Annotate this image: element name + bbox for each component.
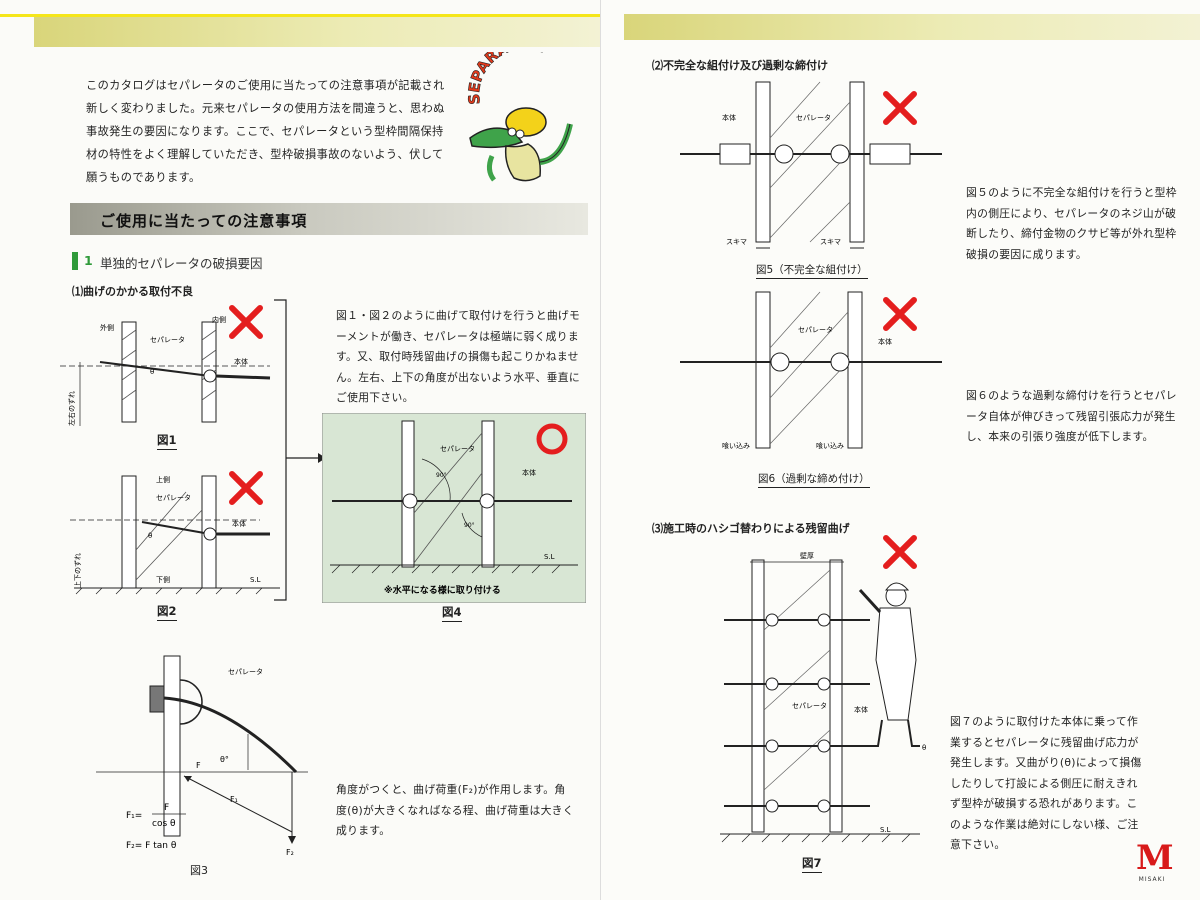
sub-heading-marker bbox=[72, 252, 78, 270]
fig2-side-label: 上下のずれ bbox=[73, 553, 82, 588]
ng-mark-fig5-icon bbox=[883, 91, 917, 125]
figure-1: 外側 内側 セパレータ 本体 θ 左右のずれ bbox=[60, 315, 271, 426]
svg-text:SEPARATOR: SEPARATOR bbox=[465, 52, 547, 105]
fig6-bite-1: 喰い込み bbox=[722, 441, 750, 450]
fig3-F: F bbox=[196, 761, 201, 770]
figure-7: 壁厚 セパレータ 本体 S.L θ bbox=[720, 551, 926, 843]
ng-mark-fig7-icon bbox=[883, 535, 917, 569]
ng-mark-fig1-icon bbox=[229, 305, 263, 339]
fig5-body-label: 本体 bbox=[722, 113, 736, 122]
fig3-eq1-num: F bbox=[164, 803, 169, 813]
fig1-caption: 図1 bbox=[157, 432, 177, 450]
sub-heading-title: 単独的セパレータの破損要因 bbox=[100, 256, 263, 271]
fig2-caption: 図2 bbox=[157, 603, 177, 621]
fig2-separator-label: セパレータ bbox=[156, 493, 191, 502]
fig5-gap-1: スキマ bbox=[726, 238, 747, 246]
fig5-separator-label: セパレータ bbox=[796, 113, 831, 122]
paragraph-6: 図６のような過剰な締付けを行うとセパレータ自体が伸びきって残留引張応力が発生し、… bbox=[966, 389, 1177, 443]
fig7-theta: θ bbox=[922, 744, 926, 752]
fig3-caption: 図3 bbox=[190, 864, 208, 877]
misaki-logo-text: MISAKI bbox=[1138, 876, 1166, 883]
fig6-body-label: 本体 bbox=[878, 337, 892, 346]
sub-heading-number: 1 bbox=[84, 253, 93, 268]
fig1-separator-label: セパレータ bbox=[150, 335, 185, 344]
figure-6: セパレータ 本体 喰い込み 喰い込み bbox=[680, 291, 942, 450]
fig2-sl-label: S.L bbox=[250, 576, 261, 584]
fig4-note: ※水平になる様に取り付ける bbox=[384, 584, 501, 596]
paragraph-7: 図７のように取付けた本体に乗って作業するとセパレータに残留曲げ応力が発生します。… bbox=[950, 715, 1142, 851]
fig7-separator-label: セパレータ bbox=[792, 701, 827, 710]
fig6-separator-label: セパレータ bbox=[798, 325, 833, 334]
fig3-F1: F₁ bbox=[230, 795, 238, 804]
fig3-eq1-lhs: F₁= bbox=[126, 811, 142, 821]
ng-mark-fig6-icon bbox=[883, 297, 917, 331]
section-header: ご使用に当たっての注意事項 bbox=[70, 203, 588, 235]
intro-text: このカタログはセパレータのご使用に当たっての注意事項が記載され新しく変わりました… bbox=[86, 79, 445, 184]
figure-2: 上側 セパレータ 本体 下側 S.L θ 上下のずれ bbox=[70, 475, 280, 595]
paragraph-3: 角度がつくと、曲げ荷重(F₂)が作用します。角度(θ)が大きくなればなる程、曲げ… bbox=[336, 783, 574, 837]
fig1-theta: θ bbox=[150, 368, 154, 376]
fig1-inner-label: 内側 bbox=[212, 315, 226, 324]
fig7-wall-label: 壁厚 bbox=[800, 551, 814, 560]
paragraph-5: 図５のように不完全な組付けを行うと型枠内の側圧により、セパレータのネジ山が破断し… bbox=[966, 186, 1177, 261]
fig3-eq2: F₂= F tan θ bbox=[126, 841, 177, 851]
fig2-top-label: 上側 bbox=[156, 475, 170, 484]
top-band-right bbox=[624, 14, 1200, 40]
fig1-outer-label: 外側 bbox=[100, 323, 114, 332]
top-band-left bbox=[34, 17, 600, 47]
bracket-arrow bbox=[274, 299, 326, 601]
mascot-text: SEPARATOR bbox=[465, 52, 547, 106]
heading-2: ⑵不完全な組付け及び過剰な締付け bbox=[652, 59, 828, 72]
fig7-caption: 図7 bbox=[802, 855, 822, 873]
fig5-caption: 図5（不完全な組付け） bbox=[756, 262, 868, 279]
fig4-caption: 図4 bbox=[442, 604, 462, 622]
fig1-body-label: 本体 bbox=[234, 357, 248, 366]
fig2-theta: θ bbox=[148, 532, 152, 540]
separator-mascot: SEPARATOR bbox=[465, 52, 573, 182]
misaki-logo: M bbox=[1136, 838, 1174, 878]
heading-1: ⑴曲げのかかる取付不良 bbox=[72, 285, 193, 298]
fig3-theta: θ° bbox=[220, 755, 229, 764]
figure-5: 本体 セパレータ スキマ スキマ bbox=[680, 81, 942, 249]
fig3-separator-label: セパレータ bbox=[228, 667, 263, 676]
fig1-side-label: 左右のずれ bbox=[67, 391, 76, 426]
heading-3: ⑶施工時のハシゴ替わりによる残留曲げ bbox=[652, 522, 850, 535]
fig7-body-label: 本体 bbox=[854, 705, 868, 714]
fig3-F2: F₂ bbox=[286, 848, 294, 857]
top-yellow-line-left bbox=[0, 14, 600, 17]
fig3-eq1-den: cos θ bbox=[152, 819, 176, 829]
figure-3: セパレータ F F₁ F₂ θ° F₁= F cos θ F₂= F tan θ bbox=[96, 655, 308, 857]
fig7-sl-label: S.L bbox=[880, 826, 891, 834]
section-title: ご使用に当たっての注意事項 bbox=[100, 212, 308, 230]
fig4-angle-2: 90° bbox=[464, 522, 475, 529]
fig2-bottom-label: 下側 bbox=[156, 575, 170, 584]
fig5-gap-2: スキマ bbox=[820, 238, 841, 246]
fig2-body-label: 本体 bbox=[232, 519, 246, 528]
paragraph-1: 図１・図２のように曲げて取付けを行うと曲げモーメントが働き、セパレータは極端に弱… bbox=[336, 309, 581, 404]
fig6-bite-2: 喰い込み bbox=[816, 441, 844, 450]
fig4-body-label: 本体 bbox=[522, 468, 536, 477]
ng-mark-fig2-icon bbox=[229, 471, 263, 505]
fig4-separator-label: セパレータ bbox=[440, 444, 475, 453]
fig4-angle-1: 90° bbox=[436, 472, 447, 479]
fig6-caption: 図6（過剰な締め付け） bbox=[758, 471, 870, 488]
fig4-sl-label: S.L bbox=[544, 553, 555, 561]
figure-4: セパレータ 本体 S.L 90° 90° ※水平になる様に取り付ける bbox=[322, 413, 586, 603]
